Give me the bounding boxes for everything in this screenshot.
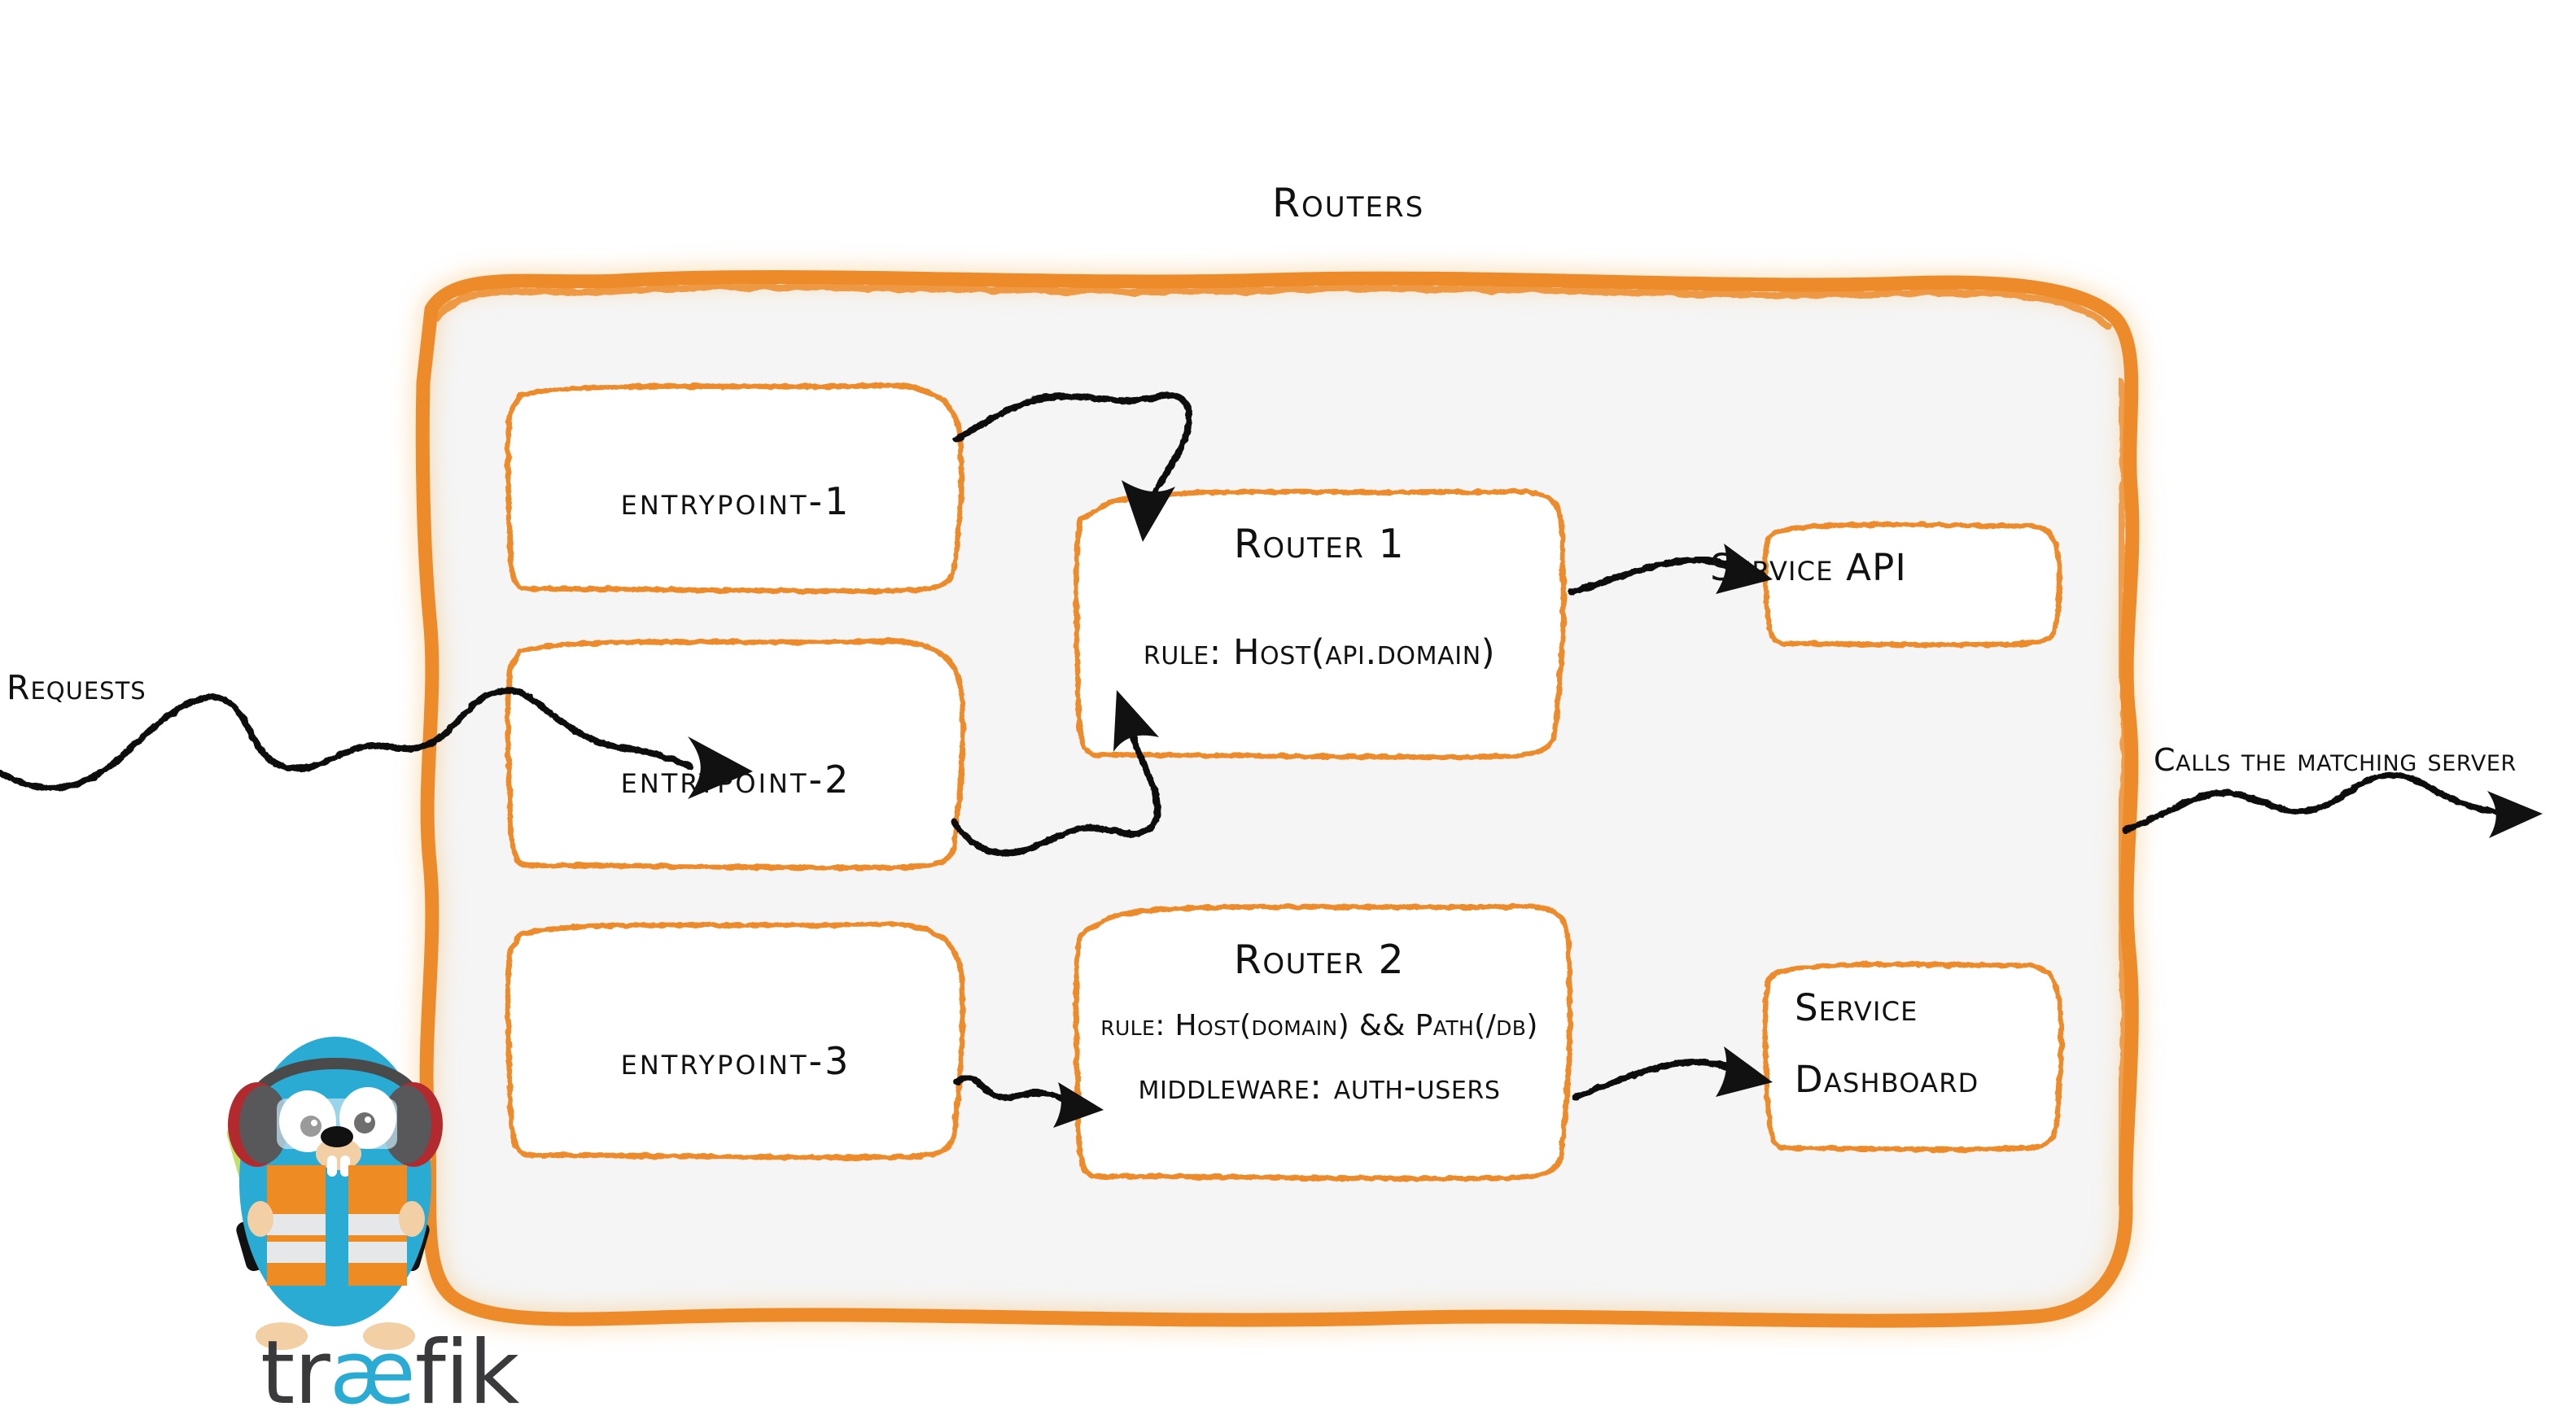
- router-1-rule: rule: Host(api.domain): [1143, 632, 1496, 673]
- arrow-router2-to-service-dashboard: [1572, 1046, 1773, 1100]
- router-1-box[interactable]: [1073, 488, 1567, 760]
- entrypoint-3-box[interactable]: [505, 921, 966, 1160]
- headphone-left: [228, 1082, 288, 1167]
- entrypoint-2-box[interactable]: [505, 638, 966, 871]
- arrow-router1-to-service-api: [1568, 544, 1773, 596]
- service-api-label: Service API: [1710, 546, 1907, 589]
- service-api-box[interactable]: [1762, 522, 2062, 648]
- page-title: Routers: [1272, 180, 1425, 226]
- entrypoint-1-label: entrypoint-1: [620, 479, 851, 523]
- outbound-calls-label: Calls the matching server: [2154, 742, 2517, 778]
- router-2-title: Router 2: [1233, 937, 1406, 983]
- router-2-middleware: middleware: auth-users: [1138, 1067, 1501, 1107]
- wordmark-post: fik: [414, 1322, 520, 1424]
- service-dashboard-label-line2: Dashboard: [1795, 1058, 1979, 1101]
- arrow-entrypoint2-to-router1: [951, 690, 1161, 857]
- entrypoint-1-box[interactable]: [505, 382, 964, 594]
- arrow-entrypoint1-to-router1: [953, 391, 1192, 542]
- router-1-title: Router 1: [1233, 521, 1406, 567]
- entrypoint-3-label: entrypoint-3: [620, 1039, 851, 1083]
- arrow-entrypoint3-to-router2: [954, 1074, 1104, 1128]
- service-dashboard-label-line1: Service: [1795, 986, 1918, 1029]
- traefik-wordmark: træfik: [260, 1322, 520, 1424]
- arrow-outbound-calls: [2123, 771, 2543, 838]
- router-2-rule: rule: Host(domain) && Path(/db): [1100, 1009, 1538, 1042]
- service-dashboard-box[interactable]: [1762, 961, 2064, 1152]
- wordmark-ae-ligature: æ: [329, 1322, 416, 1424]
- arrow-requests-inbound: [0, 687, 753, 799]
- router-2-box[interactable]: [1073, 903, 1573, 1182]
- entrypoint-2-label: entrypoint-2: [620, 758, 851, 802]
- inbound-requests-label: Requests: [7, 668, 147, 707]
- traefik-gopher-mascot: [226, 1037, 443, 1350]
- wordmark-pre: tr: [260, 1322, 330, 1424]
